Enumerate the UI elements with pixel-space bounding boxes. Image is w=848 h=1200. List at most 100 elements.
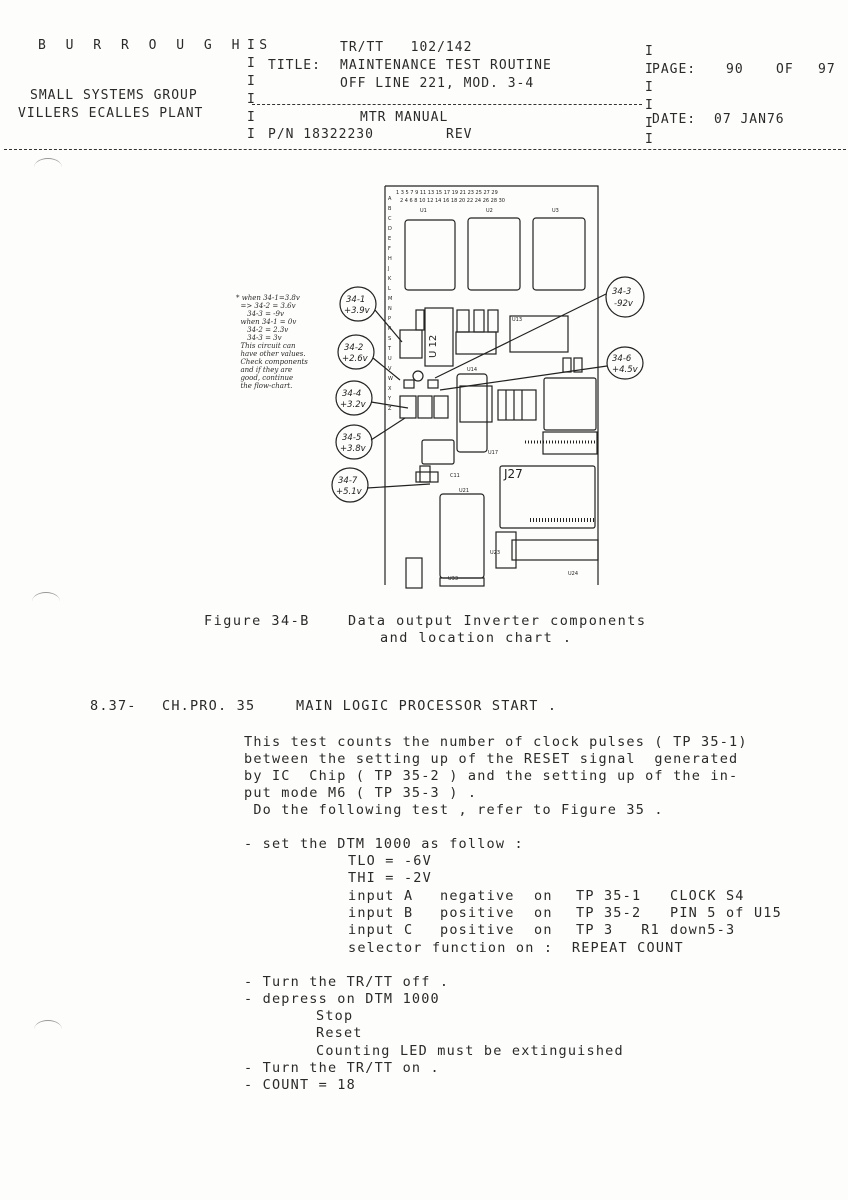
reset-step: Reset xyxy=(316,1025,363,1041)
counting-led-step: Counting LED must be extinguished xyxy=(316,1043,624,1059)
section-code: CH.PRO. 35 xyxy=(162,698,256,714)
label-u17: U17 xyxy=(488,450,498,456)
chip-u2 xyxy=(467,217,521,291)
chip-u1 xyxy=(404,219,456,291)
punch-hole-mark xyxy=(32,592,60,611)
page-label: PAGE: xyxy=(652,62,697,77)
paragraph-line: by IC Chip ( TP 35-2 ) and the setting u… xyxy=(244,768,739,784)
figure-caption-line-1: Data output Inverter components xyxy=(348,613,647,629)
label-u23: U23 xyxy=(490,550,500,556)
svg-text:D: D xyxy=(388,226,392,232)
input-b-polarity: positive xyxy=(440,905,515,921)
section-number: 8.37- xyxy=(90,698,137,714)
svg-text:T: T xyxy=(387,346,392,352)
product-code: TR/TT 102/142 xyxy=(340,40,473,55)
input-a-on: on xyxy=(534,888,553,904)
figure-caption-line-2: and location chart . xyxy=(380,630,573,646)
svg-text:H: H xyxy=(388,256,392,262)
punch-hole-mark xyxy=(34,158,62,177)
svg-text:N: N xyxy=(388,306,392,312)
input-b-tp: TP 35-2 xyxy=(576,905,642,921)
paragraph-line: between the setting up of the RESET sign… xyxy=(244,751,739,767)
svg-text:B: B xyxy=(388,206,392,212)
paragraph-line: Do the following test , refer to Figure … xyxy=(244,802,664,818)
svg-text:S: S xyxy=(388,336,391,342)
header-separator xyxy=(252,104,642,105)
punch-hole-mark xyxy=(34,1020,62,1039)
label-u13: U13 xyxy=(512,317,522,323)
pin-numbers-even: 2 4 6 8 10 12 14 16 18 20 22 24 26 28 30 xyxy=(400,198,505,204)
tp-34-6-value: +4.5v xyxy=(612,365,639,375)
header-divider: I xyxy=(247,56,255,71)
chip-u3 xyxy=(532,217,586,291)
label-j27: J27 xyxy=(503,467,523,481)
tp-34-3-value: -92v xyxy=(614,299,634,309)
svg-text:W: W xyxy=(388,376,393,382)
svg-text:J: J xyxy=(387,266,389,272)
header-divider: I xyxy=(247,92,255,107)
tp-34-4-value: +3.2v xyxy=(340,400,367,410)
count-result: - COUNT = 18 xyxy=(244,1077,356,1093)
svg-text:F: F xyxy=(388,246,391,252)
revision-label: REV xyxy=(446,127,473,142)
company-name: B U R R O U G H S xyxy=(38,38,274,53)
pin-numbers-odd: 1 3 5 7 9 11 13 15 17 19 21 23 25 27 29 xyxy=(396,190,498,196)
input-c-tp: TP 3 R1 xyxy=(576,922,660,938)
stop-step: Stop xyxy=(316,1008,354,1024)
header-divider: I xyxy=(645,132,653,147)
header-divider: I xyxy=(247,110,255,125)
section-title: MAIN LOGIC PROCESSOR START . xyxy=(296,698,558,714)
tp-34-2-id: 34-2 xyxy=(344,343,363,353)
svg-text:E: E xyxy=(388,236,391,242)
header-bottom-rule xyxy=(4,149,846,150)
tp-34-1-value: +3.9v xyxy=(344,306,371,316)
header-divider: I xyxy=(645,44,653,59)
header-divider: I xyxy=(645,116,653,131)
label-u24: U24 xyxy=(568,571,578,577)
label-u2: U2 xyxy=(486,208,493,214)
tp-34-2-value: +2.6v xyxy=(342,354,369,364)
paragraph-line: This test counts the number of clock pul… xyxy=(244,734,748,750)
tp-34-3-id: 34-3 xyxy=(612,287,631,297)
plant-name: VILLERS ECALLES PLANT xyxy=(18,106,204,121)
input-b-on: on xyxy=(534,905,553,921)
handwritten-note: * when 34-1=3.8v => 34-2 = 3.6v 34-3 = -… xyxy=(236,294,308,390)
header-divider: I xyxy=(645,62,653,77)
title-line-2: OFF LINE 221, MOD. 3-4 xyxy=(340,76,535,91)
svg-text:U: U xyxy=(388,356,392,362)
header-divider: I xyxy=(645,98,653,113)
input-c-polarity: positive xyxy=(440,922,515,938)
input-c-name: input C xyxy=(348,922,414,938)
header-divider: I xyxy=(247,38,255,53)
title-label: TITLE: xyxy=(268,58,321,73)
svg-text:V: V xyxy=(388,366,392,372)
label-c11: C11 xyxy=(450,473,460,479)
label-u12: U 12 xyxy=(428,335,439,358)
tp-34-6-id: 34-6 xyxy=(612,354,632,364)
svg-text:R: R xyxy=(388,326,392,332)
svg-text:M: M xyxy=(388,296,392,302)
svg-text:K: K xyxy=(388,276,392,282)
input-c-signal: down5-3 xyxy=(670,922,736,938)
svg-text:L: L xyxy=(388,286,391,292)
turn-off-step: - Turn the TR/TT off . xyxy=(244,974,450,990)
input-b-signal: PIN 5 of U15 xyxy=(670,905,782,921)
date-label: DATE: xyxy=(652,112,697,127)
label-u3: U3 xyxy=(552,208,559,214)
part-number: P/N 18322230 xyxy=(268,127,374,142)
tp-34-4-id: 34-4 xyxy=(342,389,361,399)
label-u1: U1 xyxy=(420,208,427,214)
header-divider: I xyxy=(645,80,653,95)
of-label: OF xyxy=(776,62,794,77)
header-divider: I xyxy=(247,74,255,89)
tp-34-1-id: 34-1 xyxy=(346,295,365,305)
svg-text:Z: Z xyxy=(388,406,392,412)
input-a-name: input A xyxy=(348,888,414,904)
svg-text:Y: Y xyxy=(387,396,392,402)
date-value: 07 JAN76 xyxy=(714,112,785,127)
thi-setting: THI = -2V xyxy=(348,870,432,886)
input-a-polarity: negative xyxy=(440,888,515,904)
label-u14: U14 xyxy=(467,367,477,373)
